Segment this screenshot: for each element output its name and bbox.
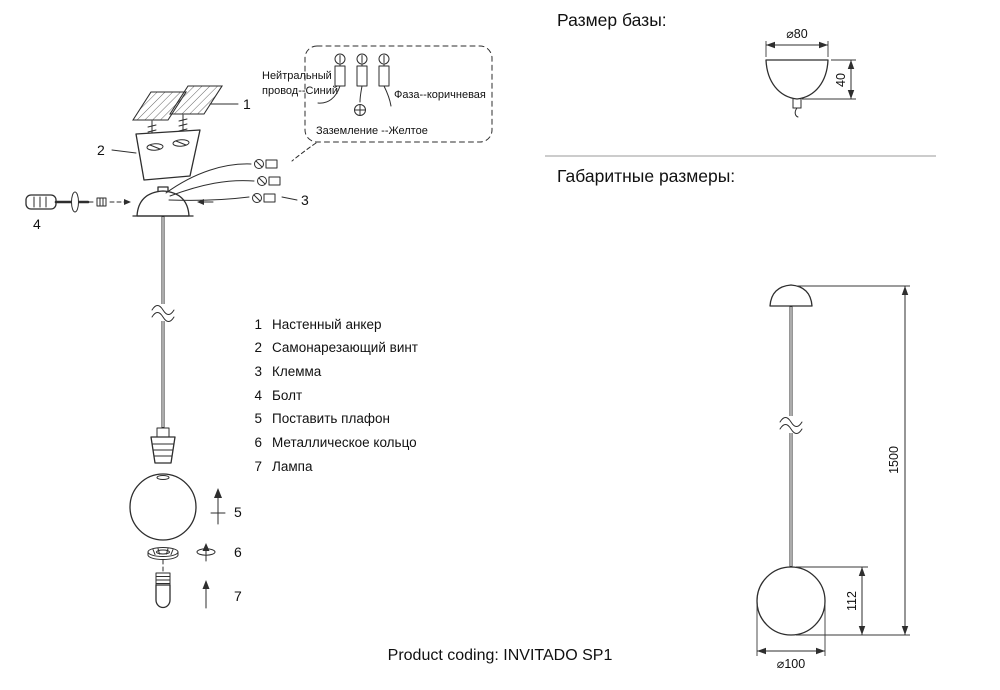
callout-number-4: 4: [33, 216, 41, 232]
terminal-symbol-neutral: [317, 53, 346, 104]
base-size-section: Размер базы: ⌀80 40: [557, 10, 856, 118]
connector-2: [257, 176, 281, 186]
pendant-shade: [756, 566, 826, 636]
callout-number-3: 3: [301, 192, 309, 208]
mounting-plate: 2: [97, 129, 201, 181]
heading-overall-size: Габаритные размеры:: [557, 166, 735, 186]
callout-number-7: 7: [234, 588, 242, 604]
dim-base-height: 40: [834, 73, 848, 87]
pendant-canopy: [769, 284, 813, 307]
metal-ring: [147, 547, 179, 560]
callout-2-leader: [111, 149, 137, 154]
canopy-shell: [136, 190, 190, 217]
connector-3: [252, 193, 276, 203]
part-4-num: 4: [254, 388, 262, 403]
connector-1: [254, 159, 278, 169]
assembly-diagram: 1 2: [25, 45, 493, 609]
base-dome: [765, 59, 829, 100]
callout-number-6: 6: [234, 544, 242, 560]
part-7-label: Лампа: [272, 459, 313, 474]
part-3-num: 3: [254, 364, 262, 379]
callout-3-leader: [281, 196, 298, 201]
wire-label-phase: Фаза--коричневая: [394, 89, 486, 101]
canopy-dome: [132, 186, 214, 217]
wire-label-neutral-line2: провод--Синий: [262, 85, 338, 97]
callout-number-2: 2: [97, 142, 105, 158]
bolt: 4: [33, 197, 131, 232]
dim-shade-diameter: ⌀100: [777, 657, 805, 671]
part-2-num: 2: [254, 340, 262, 355]
terminal-connectors: 3: [252, 159, 309, 208]
washer-disc: [71, 191, 79, 213]
plate-screw-left: [146, 143, 164, 151]
dim-base-diameter: ⌀80: [786, 27, 807, 41]
insert-arrow-shade: [210, 488, 226, 525]
callout-number-5: 5: [234, 504, 242, 520]
suspension-cable: [151, 216, 175, 428]
part-5-num: 5: [254, 411, 262, 426]
part-7-num: 7: [254, 459, 262, 474]
part-2-label: Самонарезающий винт: [272, 340, 418, 355]
part-4-label: Болт: [272, 388, 302, 403]
screwdriver-handle: [25, 194, 57, 210]
pendant-cable-break: [779, 417, 803, 427]
wire-label-ground: Заземление --Желтое: [316, 125, 428, 137]
part-3-label: Клемма: [272, 364, 322, 379]
ceiling-slab-right: [168, 85, 224, 115]
overall-size-section: Габаритные размеры: 1500 112 ⌀100: [557, 166, 910, 671]
connection-wires: [165, 163, 255, 201]
bulb-capsule: [155, 584, 171, 609]
screwdriver: [25, 191, 94, 213]
dim-shade-height: 112: [845, 591, 859, 611]
lamp-socket: [150, 427, 176, 464]
bolt-direction-arrow: [124, 199, 131, 205]
lamp-bulb: [155, 559, 171, 609]
ground-symbol: [354, 104, 366, 116]
callout-box-leader: [291, 142, 317, 162]
base-size-drawing: ⌀80 40: [765, 27, 856, 118]
base-cable-stub: [794, 107, 799, 118]
callout-number-1: 1: [243, 96, 251, 112]
overall-size-drawing: 1500 112 ⌀100: [756, 284, 910, 671]
part-1-num: 1: [254, 317, 262, 332]
dim-total-height: 1500: [887, 446, 901, 474]
cable-break-mark: [151, 305, 175, 315]
part-6-num: 6: [254, 435, 262, 450]
insert-arrow-ring: [196, 543, 216, 562]
part-5-label: Поставить плафон: [272, 411, 390, 426]
part-1-label: Настенный анкер: [272, 317, 382, 332]
terminal-symbol-phase: [378, 53, 392, 107]
parts-list: 1 Настенный анкер 2 Самонарезающий винт …: [254, 317, 418, 474]
product-coding: Product coding: INVITADO SP1: [388, 647, 613, 664]
callout-box-border: [304, 45, 493, 143]
glass-shade: [129, 473, 197, 541]
plate-body: [135, 129, 201, 181]
insert-arrow-bulb: [202, 580, 210, 609]
wire-label-neutral-line1: Нейтральный: [262, 70, 332, 82]
wiring-callout-box: Нейтральный провод--Синий Фаза--коричнев…: [262, 45, 493, 162]
plate-screw-right: [172, 139, 190, 147]
ceiling-anchor-assembly: 1: [131, 85, 251, 149]
part-6-label: Металлическое кольцо: [272, 435, 417, 450]
terminal-symbol-ground: [356, 53, 368, 103]
heading-base-size: Размер базы:: [557, 10, 667, 30]
